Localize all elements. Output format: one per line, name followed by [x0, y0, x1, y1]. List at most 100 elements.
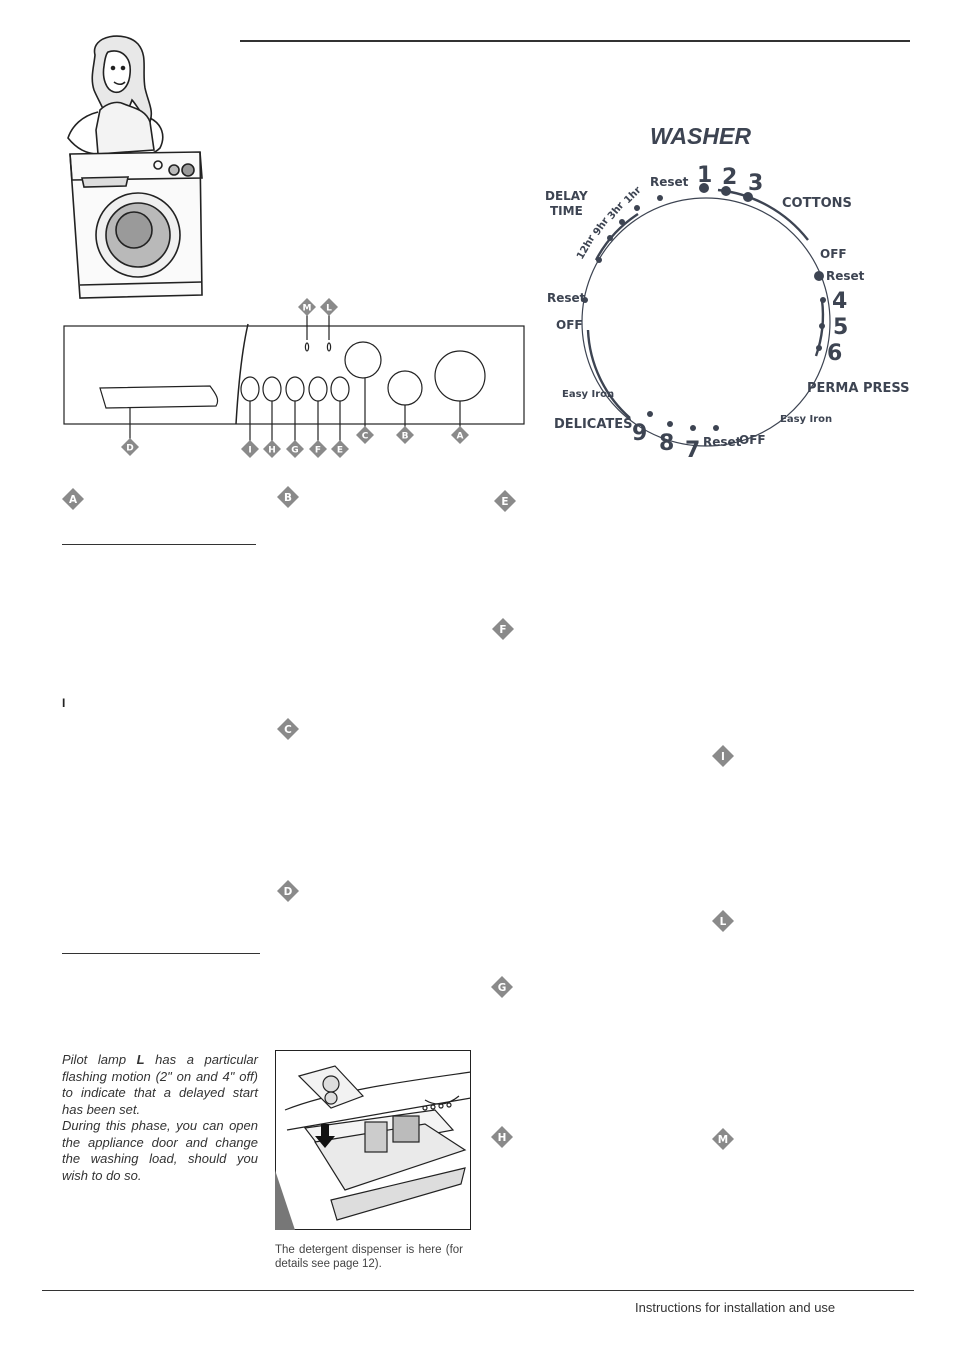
knob-b — [387, 370, 423, 406]
footer-text: Instructions for installation and use — [635, 1300, 836, 1315]
svg-text:A: A — [69, 494, 78, 506]
knob-c — [344, 341, 382, 379]
delay-step-3hr: 3hr — [606, 200, 627, 222]
svg-text:H: H — [268, 446, 276, 456]
section-marker-e: E — [494, 490, 516, 512]
note-lamp-letter: L — [136, 1052, 145, 1067]
delay-step-9hr: 9hr — [591, 216, 611, 238]
woman-with-washer-illustration — [67, 35, 203, 299]
reset-label: Reset — [826, 269, 865, 283]
dispenser-caption: The detergent dispenser is here (for det… — [275, 1244, 463, 1270]
marker-a: A — [451, 426, 469, 444]
svg-text:M: M — [718, 1134, 728, 1146]
svg-text:B: B — [402, 432, 409, 442]
program-6: 6 — [827, 341, 842, 366]
delay-step-1hr: 1hr — [622, 185, 643, 206]
svg-text:E: E — [337, 446, 343, 456]
knob-a — [434, 350, 486, 402]
stray-text: I — [62, 696, 66, 710]
delay-label-line1: DELAY — [545, 189, 588, 203]
reset-label: Reset — [650, 175, 689, 189]
program-1: 1 — [697, 163, 712, 188]
section-marker-d: D — [277, 880, 299, 902]
marker-f: F — [309, 440, 327, 458]
marker-h: H — [263, 440, 281, 458]
svg-text:F: F — [315, 446, 321, 456]
svg-text:D: D — [126, 444, 133, 454]
marker-m: M — [298, 298, 316, 316]
lamp-l — [326, 342, 332, 352]
detergent-dispenser-illustration — [275, 1050, 471, 1230]
program-9: 9 — [632, 421, 647, 446]
lamp-m — [304, 342, 310, 352]
button-e — [330, 376, 350, 402]
svg-text:A: A — [457, 432, 464, 442]
section-marker-h: H — [491, 1126, 513, 1148]
dial-circle — [581, 197, 831, 447]
marker-l: L — [320, 298, 338, 316]
marker-d: D — [121, 438, 139, 456]
reset-label: Reset — [703, 435, 742, 449]
reset-label: Reset — [547, 291, 586, 305]
svg-text:H: H — [498, 1132, 507, 1144]
section-marker-b: B — [277, 486, 299, 508]
program-4: 4 — [832, 289, 847, 314]
easy-iron-label: Easy Iron — [562, 389, 614, 400]
marker-b: B — [396, 426, 414, 444]
note-text-1: Pilot lamp — [62, 1052, 137, 1067]
svg-text:D: D — [284, 886, 293, 898]
button-i — [240, 376, 260, 402]
section-marker-i: I — [712, 745, 734, 767]
cottons-label: COTTONS — [782, 196, 852, 211]
program-7: 7 — [685, 438, 700, 463]
note-text-2: has a particular flashing motion (2" on … — [62, 1052, 258, 1117]
section-marker-a: A — [62, 488, 84, 510]
program-2: 2 — [722, 165, 737, 190]
pilot-lamp-note: Pilot lamp L has a particular flashing m… — [62, 1052, 258, 1184]
program-5: 5 — [833, 315, 848, 340]
arrow-down-icon — [315, 1124, 335, 1148]
button-f — [308, 376, 328, 402]
off-label: OFF — [739, 433, 766, 447]
dial-title: WASHER — [650, 123, 751, 149]
delay-arc — [594, 212, 639, 261]
svg-text:C: C — [284, 724, 292, 736]
svg-text:M: M — [303, 304, 312, 314]
svg-text:B: B — [284, 492, 292, 504]
easy-iron-label: Easy Iron — [780, 414, 832, 425]
off-label: OFF — [556, 318, 583, 332]
note-text-3: During this phase, you can open the appl… — [62, 1118, 258, 1183]
marker-g: G — [286, 440, 304, 458]
program-8: 8 — [659, 431, 674, 456]
section-marker-m: M — [712, 1128, 734, 1150]
detergent-drawer-handle — [99, 385, 219, 409]
header-rule — [240, 40, 910, 42]
panel-outline — [63, 325, 525, 425]
section-rule-2 — [62, 953, 260, 954]
marker-c: C — [356, 426, 374, 444]
svg-text:L: L — [720, 916, 727, 928]
svg-text:F: F — [499, 624, 506, 636]
section-marker-c: C — [277, 718, 299, 740]
button-h — [262, 376, 282, 402]
delicates-label: DELICATES — [554, 417, 633, 432]
svg-text:I: I — [248, 446, 251, 456]
button-g — [285, 376, 305, 402]
control-panel-diagram: M L D I H G F E C B A — [63, 298, 525, 458]
delay-label-line2: TIME — [550, 204, 583, 218]
section-marker-g: G — [491, 976, 513, 998]
program-dial: DELAY TIME Reset 1 2 3 COTTONS OFF Reset… — [545, 163, 910, 463]
svg-text:G: G — [291, 446, 298, 456]
svg-text:I: I — [721, 751, 725, 763]
delay-step-12hr: 12hr — [575, 233, 598, 261]
svg-text:E: E — [501, 496, 508, 508]
section-marker-f: F — [492, 618, 514, 640]
marker-i: I — [241, 440, 259, 458]
svg-text:G: G — [498, 982, 507, 994]
program-3: 3 — [748, 171, 763, 196]
perma-press-label: PERMA PRESS — [807, 381, 910, 396]
section-rule-1 — [62, 544, 256, 545]
svg-text:L: L — [326, 304, 332, 314]
svg-text:C: C — [362, 432, 369, 442]
footer-rule — [42, 1290, 914, 1291]
